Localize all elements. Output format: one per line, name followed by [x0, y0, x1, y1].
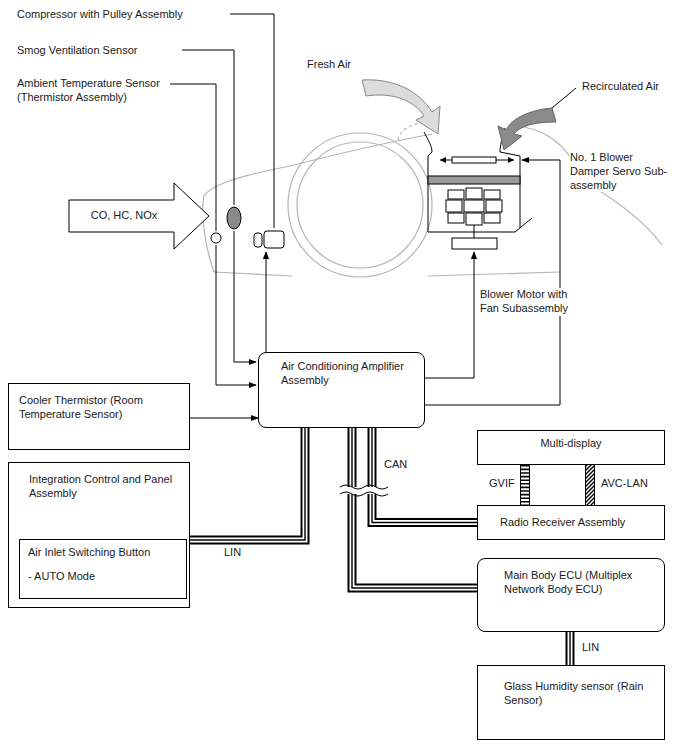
node-text: - AUTO Mode — [28, 570, 178, 584]
node-title: Multi-display — [488, 437, 654, 451]
gas-arrow: CO, HC, NOx — [68, 182, 210, 250]
part-label: Smog Ventilation Sensor — [16, 44, 138, 58]
ecu-box: Main Body ECU (Multiplex Network Body EC… — [477, 558, 665, 632]
part-label: Fresh Air — [306, 58, 352, 72]
signal-label: AVC-LAN — [599, 477, 650, 490]
part-label: Compressor with Pulley Assembly — [16, 8, 184, 22]
signal-label: CAN — [382, 458, 409, 471]
node-title: CO, HC, NOx — [91, 209, 158, 223]
sensor-box: Glass Humidity sensor (Rain Sensor) — [477, 665, 665, 740]
fresh-air-arrow — [362, 80, 440, 134]
panel-box: Integration Control and Panel AssemblyAi… — [8, 462, 190, 608]
connector — [352, 428, 477, 588]
recirculated-air-arrow — [498, 108, 556, 150]
compressor-pulley — [254, 233, 262, 247]
leader-line — [552, 88, 576, 108]
node-title: Air Inlet Switching Button — [28, 546, 178, 560]
node-title: Cooler Thermistor (Room Temperature Sens… — [19, 394, 179, 422]
ambient-sensor — [211, 233, 221, 243]
button-box: Air Inlet Switching Button - AUTO Mode — [19, 539, 187, 599]
node-title: Glass Humidity sensor (Rain Sensor) — [504, 680, 652, 708]
part-label: Recirculated Air — [581, 80, 660, 94]
compressor-body — [264, 231, 284, 248]
hvac-unit — [424, 128, 532, 249]
radio-box: Radio Receiver Assembly — [477, 505, 665, 540]
signal-label: LIN — [580, 641, 601, 654]
connector — [190, 428, 305, 540]
connector — [190, 418, 258, 419]
signal-label: GVIF — [487, 477, 517, 490]
part-label: No. 1 Blower Damper Servo Sub-assembly — [569, 151, 675, 192]
smog-sensor — [227, 207, 241, 229]
node-title: Main Body ECU (Multiplex Network Body EC… — [504, 569, 652, 597]
car-outline — [203, 122, 662, 277]
amplifier-box: Air Conditioning Amplifier Assembly — [258, 352, 425, 428]
break-mark — [340, 485, 388, 496]
display-box: Multi-display — [477, 430, 665, 465]
connector — [525, 465, 526, 505]
connector — [570, 632, 571, 665]
connector — [590, 465, 591, 505]
sensor-box: Cooler Thermistor (Room Temperature Sens… — [8, 383, 190, 450]
part-label: Blower Motor with Fan Subassembly — [479, 288, 577, 316]
wires — [170, 14, 560, 405]
signal-label: LIN — [222, 546, 243, 559]
node-title: Radio Receiver Assembly — [500, 516, 625, 530]
node-title: Integration Control and Panel Assembly — [29, 473, 175, 501]
part-label: Ambient Temperature Sensor (Thermistor A… — [16, 77, 170, 105]
node-title: Air Conditioning Amplifier Assembly — [281, 360, 410, 388]
damper-arrows — [440, 157, 514, 163]
connector — [372, 428, 477, 523]
